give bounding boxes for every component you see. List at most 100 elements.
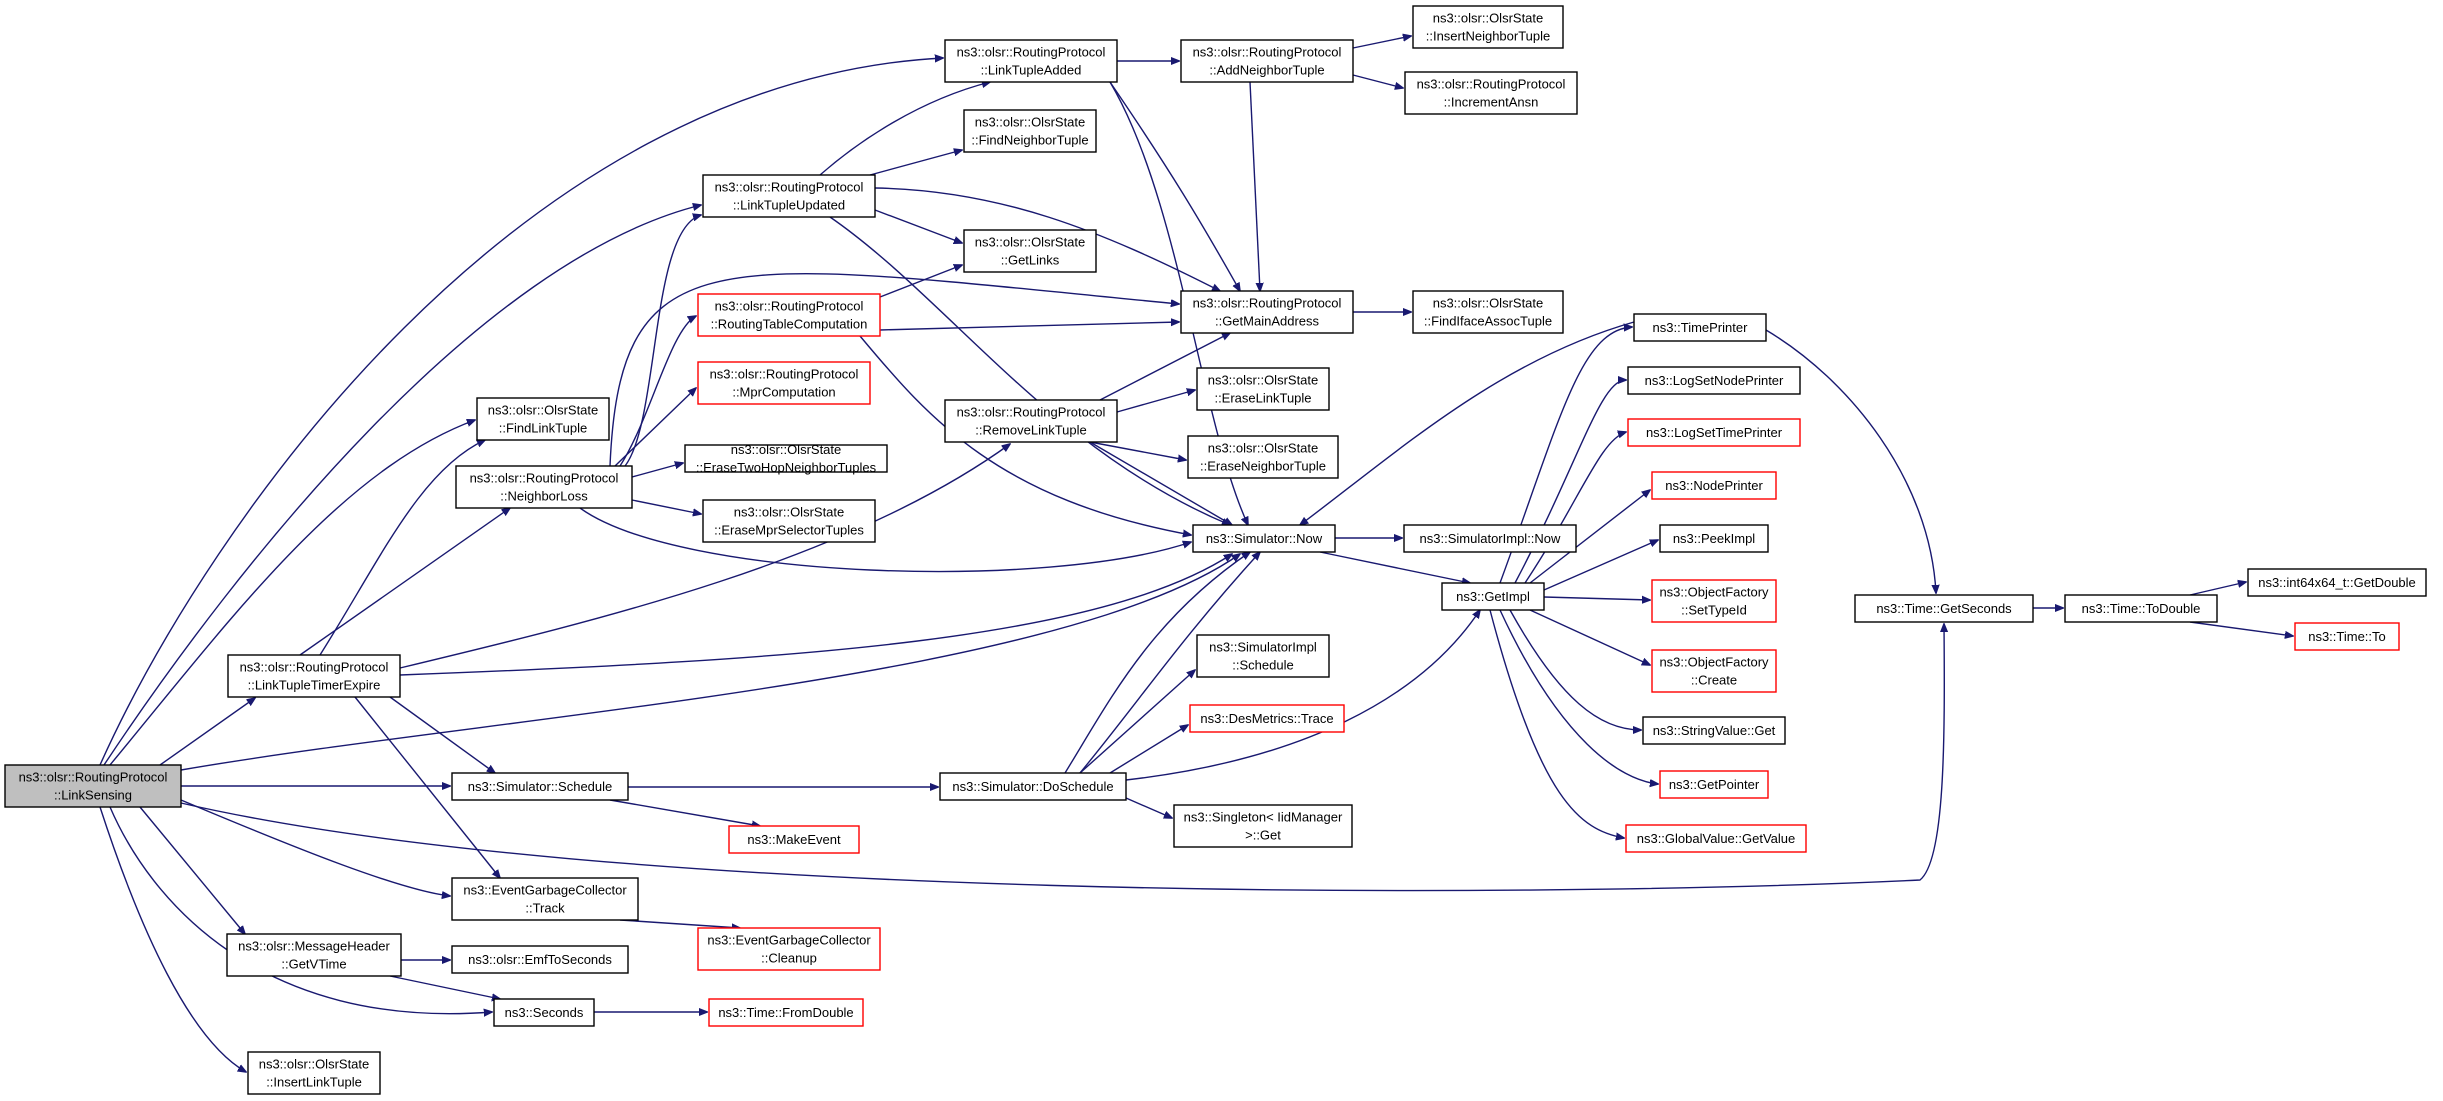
node-box: [963, 109, 1097, 153]
node-globalvalget[interactable]: ns3::GlobalValue::GetValue: [1625, 824, 1807, 853]
edge-schedule-to-makeevent: [609, 799, 760, 826]
node-doschedule[interactable]: ns3::Simulator::DoSchedule: [939, 772, 1127, 801]
edge-linksensing-to-ltu: [103, 205, 701, 766]
node-stringvalget[interactable]: ns3::StringValue::Get: [1642, 716, 1786, 745]
node-box: [1642, 716, 1786, 745]
node-simnow[interactable]: ns3::Simulator::Now: [1192, 524, 1336, 553]
node-box: [1651, 471, 1777, 500]
node-ltte[interactable]: ns3::olsr::RoutingProtocol::LinkTupleTim…: [227, 654, 401, 698]
node-getpointer[interactable]: ns3::GetPointer: [1659, 770, 1769, 799]
node-makeevent[interactable]: ns3::MakeEvent: [728, 825, 860, 854]
node-box: [493, 998, 595, 1027]
node-label: ns3::olsr::RoutingProtocol: [715, 299, 864, 314]
node-egctrack[interactable]: ns3::EventGarbageCollector::Track: [451, 877, 639, 921]
node-label: ::InsertNeighborTuple: [1426, 29, 1551, 44]
node-box: [1192, 524, 1336, 553]
edge-linksensing-to-simnow: [180, 554, 1240, 771]
node-timeprinter[interactable]: ns3::TimePrinter: [1633, 313, 1767, 342]
node-box: [2064, 594, 2218, 623]
node-insertneighbor[interactable]: ns3::olsr::OlsrState::InsertNeighborTupl…: [1412, 5, 1564, 49]
edge-ltte-to-simnow: [399, 554, 1232, 676]
node-lta[interactable]: ns3::olsr::RoutingProtocol::LinkTupleAdd…: [944, 39, 1118, 83]
node-label: ns3::Simulator::Now: [1206, 531, 1323, 546]
node-getvtime[interactable]: ns3::olsr::MessageHeader::GetVTime: [226, 933, 402, 977]
node-box: [2294, 622, 2400, 651]
node-getseconds[interactable]: ns3::Time::GetSeconds: [1854, 594, 2034, 623]
node-box: [1633, 313, 1767, 342]
node-findneighbor[interactable]: ns3::olsr::OlsrState::FindNeighborTuple: [963, 109, 1097, 153]
node-ofsettypeid[interactable]: ns3::ObjectFactory::SetTypeId: [1651, 579, 1777, 623]
node-box: [247, 1051, 381, 1095]
node-label: ::RemoveLinkTuple: [975, 423, 1087, 438]
node-logsettime[interactable]: ns3::LogSetTimePrinter: [1627, 418, 1801, 447]
node-ltu[interactable]: ns3::olsr::RoutingProtocol::LinkTupleUpd…: [702, 174, 876, 218]
node-label: ns3::olsr::OlsrState: [488, 403, 599, 418]
node-box: [1196, 634, 1330, 678]
edge-timeprinter-to-getseconds: [1765, 329, 1936, 593]
node-eraseneighbor[interactable]: ns3::olsr::OlsrState::EraseNeighborTuple: [1187, 435, 1339, 479]
node-label: ::MprComputation: [732, 385, 835, 400]
node-rtc[interactable]: ns3::olsr::RoutingProtocol::RoutingTable…: [697, 293, 881, 337]
node-insertlinktuple[interactable]: ns3::olsr::OlsrState::InsertLinkTuple: [247, 1051, 381, 1095]
node-emftosec[interactable]: ns3::olsr::EmfToSeconds: [451, 945, 629, 974]
node-singleton[interactable]: ns3::Singleton< IidManager>::Get: [1173, 804, 1353, 848]
node-findiface[interactable]: ns3::olsr::OlsrState::FindIfaceAssocTupl…: [1412, 290, 1564, 334]
node-simimplsched[interactable]: ns3::SimulatorImpl::Schedule: [1196, 634, 1330, 678]
node-linksensing[interactable]: ns3::olsr::RoutingProtocol::LinkSensing: [4, 764, 182, 808]
node-label: ns3::Simulator::DoSchedule: [952, 779, 1113, 794]
edge-ltte-to-findlinktuple: [319, 440, 485, 656]
edge-getimpl-to-ofsettypeid: [1543, 597, 1650, 600]
node-getmainaddr[interactable]: ns3::olsr::RoutingProtocol::GetMainAddre…: [1180, 290, 1354, 334]
node-label: ns3::DesMetrics::Trace: [1200, 711, 1333, 726]
node-fromdouble[interactable]: ns3::Time::FromDouble: [708, 998, 864, 1027]
node-label: ::FindIfaceAssocTuple: [1424, 314, 1552, 329]
node-nodeprinter[interactable]: ns3::NodePrinter: [1651, 471, 1777, 500]
edge-linksensing-to-insertlinktuple: [99, 806, 246, 1072]
node-label: ns3::olsr::OlsrState: [1208, 441, 1319, 456]
node-neighborloss[interactable]: ns3::olsr::RoutingProtocol::NeighborLoss: [455, 465, 633, 509]
node-egccleanup[interactable]: ns3::EventGarbageCollector::Cleanup: [697, 927, 881, 971]
node-erasetwohop[interactable]: ns3::olsr::OlsrState::EraseTwoHopNeighbo…: [684, 442, 888, 475]
node-ofcreate[interactable]: ns3::ObjectFactory::Create: [1651, 649, 1777, 693]
edge-removelt-to-eraseneighbor: [1089, 441, 1186, 460]
node-box: [944, 39, 1118, 83]
node-box: [227, 654, 401, 698]
node-label: ns3::TimePrinter: [1653, 320, 1749, 335]
node-incansn[interactable]: ns3::olsr::RoutingProtocol::IncrementAns…: [1404, 71, 1578, 115]
node-box: [1441, 582, 1545, 611]
edge-ltu-to-getlinks: [874, 209, 962, 243]
edge-egctrack-to-egccleanup: [619, 919, 740, 928]
edge-addneighbor-to-incansn: [1352, 74, 1403, 88]
node-int64getdouble[interactable]: ns3::int64x64_t::GetDouble: [2247, 568, 2427, 597]
node-findlinktuple[interactable]: ns3::olsr::OlsrState::FindLinkTuple: [476, 397, 610, 441]
node-erasempr[interactable]: ns3::olsr::OlsrState::EraseMprSelectorTu…: [702, 499, 876, 543]
node-logsetnode[interactable]: ns3::LogSetNodePrinter: [1627, 366, 1801, 395]
node-label: ::FindLinkTuple: [499, 421, 587, 436]
node-getimpl[interactable]: ns3::GetImpl: [1441, 582, 1545, 611]
node-label: ns3::Time::ToDouble: [2082, 601, 2201, 616]
node-eraselinktuple[interactable]: ns3::olsr::OlsrState::EraseLinkTuple: [1196, 367, 1330, 411]
edge-timeprinter-to-simnow: [1300, 321, 1635, 525]
node-box: [708, 998, 864, 1027]
node-getlinks[interactable]: ns3::olsr::OlsrState::GetLinks: [963, 229, 1097, 273]
node-seconds[interactable]: ns3::Seconds: [493, 998, 595, 1027]
edge-linksensing-to-getvtime: [139, 806, 245, 934]
node-timeto[interactable]: ns3::Time::To: [2294, 622, 2400, 651]
node-box: [1627, 418, 1801, 447]
node-schedule[interactable]: ns3::Simulator::Schedule: [451, 772, 629, 801]
node-label: ns3::olsr::RoutingProtocol: [19, 770, 168, 785]
node-removelt[interactable]: ns3::olsr::RoutingProtocol::RemoveLinkTu…: [944, 399, 1118, 443]
node-label: ns3::olsr::OlsrState: [259, 1057, 370, 1072]
node-box: [697, 927, 881, 971]
node-label: ns3::Time::To: [2308, 629, 2386, 644]
node-addneighbor[interactable]: ns3::olsr::RoutingProtocol::AddNeighborT…: [1180, 39, 1354, 83]
edge-lta-to-getmainaddr: [1109, 81, 1240, 291]
edge-ltu-to-findneighbor: [869, 150, 962, 176]
node-simimplnow[interactable]: ns3::SimulatorImpl::Now: [1403, 524, 1577, 553]
node-box: [455, 465, 633, 509]
node-desmetrics[interactable]: ns3::DesMetrics::Trace: [1189, 704, 1345, 733]
node-mprcomp[interactable]: ns3::olsr::RoutingProtocol::MprComputati…: [697, 361, 871, 405]
node-label: ns3::EventGarbageCollector: [463, 883, 627, 898]
node-peekimpl[interactable]: ns3::PeekImpl: [1659, 524, 1769, 553]
node-todouble[interactable]: ns3::Time::ToDouble: [2064, 594, 2218, 623]
